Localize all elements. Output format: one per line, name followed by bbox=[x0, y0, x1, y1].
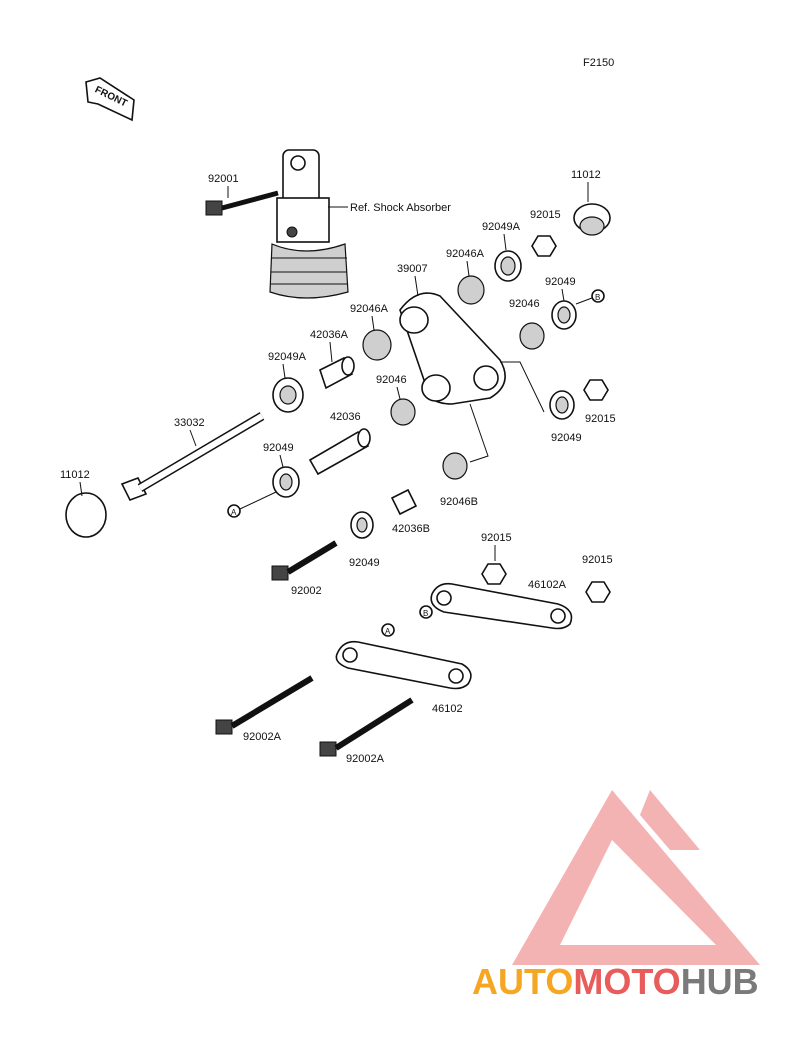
callout-marker-a-low-label: A bbox=[385, 627, 391, 636]
pivot-shaft-33032 bbox=[120, 412, 265, 502]
part-label-92049-low: 92049 bbox=[349, 557, 380, 569]
collar-42036a bbox=[319, 356, 355, 390]
part-label-92046a-left: 92046A bbox=[350, 303, 389, 315]
diagram-code: F2150 bbox=[583, 57, 614, 69]
part-label-42036b: 42036B bbox=[392, 523, 430, 535]
nut-92015-top bbox=[531, 235, 557, 257]
bearing-92046a-top bbox=[457, 275, 485, 305]
tie-rod-46102a bbox=[430, 582, 573, 630]
part-label-46102: 46102 bbox=[432, 703, 463, 715]
part-label-92049-left: 92049 bbox=[263, 442, 294, 454]
part-label-92049-top: 92049 bbox=[545, 276, 576, 288]
cap-11012-top bbox=[573, 203, 611, 236]
watermark-hub: HUB bbox=[681, 961, 759, 1002]
bolt-92002 bbox=[271, 540, 338, 581]
collar-42036b bbox=[390, 488, 418, 516]
reference-note: Ref. Shock Absorber bbox=[350, 202, 451, 214]
part-label-39007: 39007 bbox=[397, 263, 428, 275]
part-label-92002: 92002 bbox=[291, 585, 322, 597]
callout-marker-a-left-label: A bbox=[231, 508, 237, 517]
front-arrow-icon: FRONT bbox=[85, 77, 135, 122]
part-label-92046-right: 92046 bbox=[509, 298, 540, 310]
part-label-42036: 42036 bbox=[330, 411, 361, 423]
part-label-92015-low-2: 92015 bbox=[582, 554, 613, 566]
part-label-11012-top: 11012 bbox=[571, 169, 601, 181]
part-label-33032: 33032 bbox=[174, 417, 205, 429]
tie-rod-46102 bbox=[335, 640, 472, 690]
callout-marker-b-low bbox=[419, 605, 433, 619]
bearing-92046-right bbox=[519, 322, 545, 350]
watermark-text: AUTOMOTOHUB bbox=[472, 961, 759, 1002]
bearing-92046b bbox=[442, 452, 468, 480]
part-label-92002a-1: 92002A bbox=[243, 731, 282, 743]
part-label-92049a-top: 92049A bbox=[482, 221, 521, 233]
watermark-auto: AUTO bbox=[472, 961, 573, 1002]
part-label-92046b: 92046B bbox=[440, 496, 478, 508]
bolt-92002a-2 bbox=[319, 697, 414, 757]
callout-marker-b-top bbox=[591, 289, 605, 303]
watermark-logo-icon bbox=[512, 790, 760, 965]
callout-marker-a-low bbox=[381, 623, 395, 637]
part-label-92015-top: 92015 bbox=[530, 209, 561, 221]
rocker-arm-39007 bbox=[399, 292, 506, 405]
part-label-11012-left: 11012 bbox=[60, 469, 90, 481]
part-label-92001: 92001 bbox=[208, 173, 239, 185]
part-label-92015-low-1: 92015 bbox=[481, 532, 512, 544]
bolt-92002a-1 bbox=[215, 675, 314, 735]
part-label-42036a: 42036A bbox=[310, 329, 349, 341]
cap-11012-left bbox=[65, 492, 107, 538]
part-label-92049-right: 92049 bbox=[551, 432, 582, 444]
bearing-92046-mid bbox=[390, 398, 416, 426]
nut-92015-right bbox=[583, 379, 609, 401]
part-label-92049a-left: 92049A bbox=[268, 351, 307, 363]
part-label-46102a: 46102A bbox=[528, 579, 567, 591]
watermark-moto: MOTO bbox=[573, 961, 680, 1002]
part-label-92002a-2: 92002A bbox=[346, 753, 385, 765]
callout-marker-b-top-label: B bbox=[595, 293, 600, 302]
part-label-92015-right: 92015 bbox=[585, 413, 616, 425]
bolt-92001 bbox=[205, 190, 279, 216]
callout-marker-a-left bbox=[227, 504, 241, 518]
part-label-92046-mid: 92046 bbox=[376, 374, 407, 386]
nut-92015-low-1 bbox=[481, 563, 507, 585]
callout-marker-b-low-label: B bbox=[423, 609, 428, 618]
shock-absorber-illustration bbox=[269, 149, 349, 299]
nut-92015-low-2 bbox=[585, 581, 611, 603]
collar-42036 bbox=[308, 428, 371, 476]
part-label-92046a-top: 92046A bbox=[446, 248, 485, 260]
bearing-92046a-left bbox=[362, 329, 392, 361]
